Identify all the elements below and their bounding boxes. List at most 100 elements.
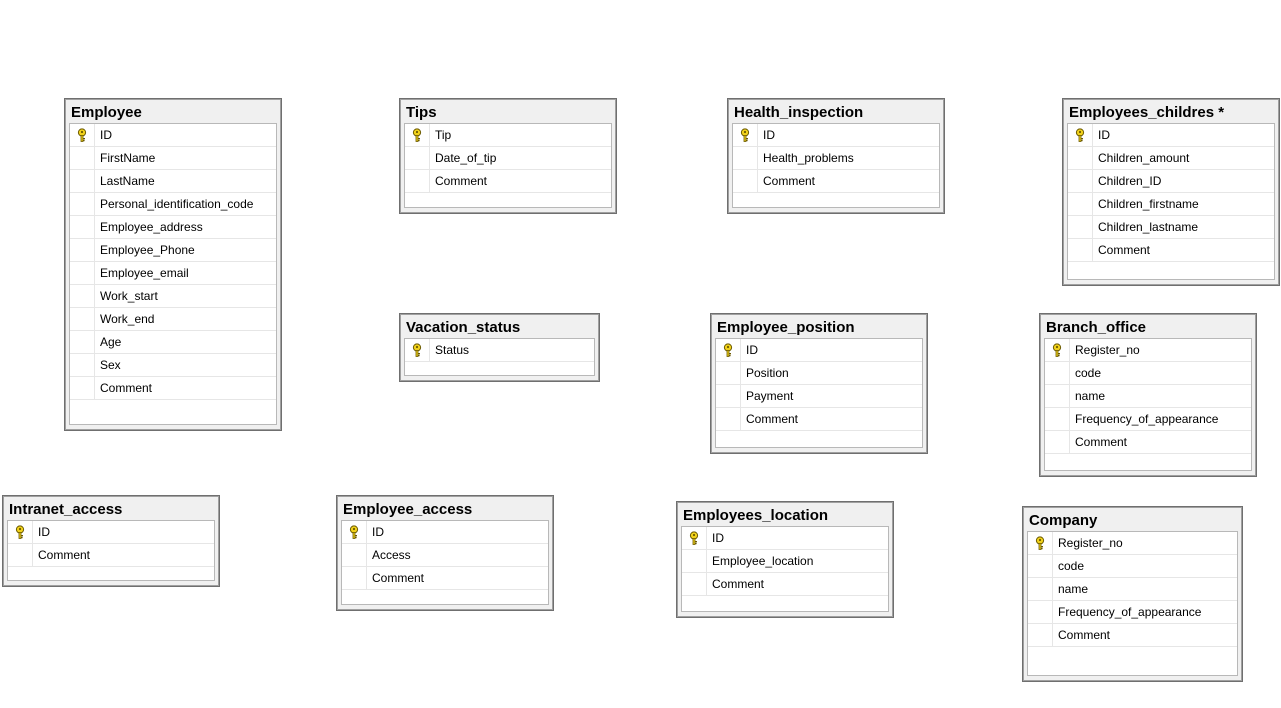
row-selector[interactable]	[342, 521, 367, 543]
table-title[interactable]: Branch_office	[1046, 319, 1147, 336]
column-row[interactable]: code	[1028, 555, 1237, 578]
column-row[interactable]: Access	[342, 544, 548, 567]
column-row[interactable]: ID	[682, 527, 888, 550]
column-row[interactable]: Children_firstname	[1068, 193, 1274, 216]
column-row[interactable]: Date_of_tip	[405, 147, 611, 170]
column-row[interactable]: Health_problems	[733, 147, 939, 170]
row-selector[interactable]	[1068, 170, 1093, 192]
row-selector[interactable]	[70, 285, 95, 307]
row-selector[interactable]	[1068, 216, 1093, 238]
column-row[interactable]: ID	[716, 339, 922, 362]
column-row[interactable]: Frequency_of_appearance	[1045, 408, 1251, 431]
column-row[interactable]: Register_no	[1028, 532, 1237, 555]
column-row[interactable]: Comment	[682, 573, 888, 596]
row-selector[interactable]	[405, 124, 430, 146]
row-selector[interactable]	[682, 573, 707, 595]
column-row[interactable]: ID	[733, 124, 939, 147]
column-row[interactable]: Payment	[716, 385, 922, 408]
row-selector[interactable]	[342, 544, 367, 566]
row-selector[interactable]	[733, 124, 758, 146]
column-row[interactable]: Comment	[1045, 431, 1251, 454]
column-row[interactable]: Register_no	[1045, 339, 1251, 362]
column-row[interactable]: Children_lastname	[1068, 216, 1274, 239]
column-row[interactable]: Comment	[70, 377, 276, 400]
column-row[interactable]: Tip	[405, 124, 611, 147]
row-selector[interactable]	[70, 147, 95, 169]
table-title[interactable]: Company	[1029, 512, 1098, 529]
row-selector[interactable]	[716, 408, 741, 430]
row-selector[interactable]	[716, 362, 741, 384]
row-selector[interactable]	[342, 567, 367, 589]
row-selector[interactable]	[716, 385, 741, 407]
column-row[interactable]: Comment	[1068, 239, 1274, 262]
row-selector[interactable]	[1045, 339, 1070, 361]
column-row[interactable]: Comment	[716, 408, 922, 431]
table-title[interactable]: Employee	[71, 104, 142, 121]
row-selector[interactable]	[682, 550, 707, 572]
column-row[interactable]: Comment	[405, 170, 611, 193]
column-row[interactable]: Frequency_of_appearance	[1028, 601, 1237, 624]
table-title[interactable]: Employee_position	[717, 319, 855, 336]
row-selector[interactable]	[70, 377, 95, 399]
column-row[interactable]: ID	[8, 521, 214, 544]
row-selector[interactable]	[1068, 124, 1093, 146]
column-row[interactable]: Work_end	[70, 308, 276, 331]
row-selector[interactable]	[682, 527, 707, 549]
column-row[interactable]: Employee_Phone	[70, 239, 276, 262]
column-row[interactable]: Comment	[342, 567, 548, 590]
row-selector[interactable]	[405, 147, 430, 169]
column-row[interactable]: Status	[405, 339, 594, 362]
row-selector[interactable]	[733, 170, 758, 192]
column-row[interactable]: Employee_email	[70, 262, 276, 285]
row-selector[interactable]	[70, 354, 95, 376]
row-selector[interactable]	[1068, 193, 1093, 215]
row-selector[interactable]	[8, 544, 33, 566]
row-selector[interactable]	[1028, 624, 1053, 646]
row-selector[interactable]	[733, 147, 758, 169]
row-selector[interactable]	[70, 216, 95, 238]
row-selector[interactable]	[70, 239, 95, 261]
row-selector[interactable]	[716, 339, 741, 361]
column-row[interactable]: Employee_location	[682, 550, 888, 573]
table-title[interactable]: Tips	[406, 104, 437, 121]
row-selector[interactable]	[70, 170, 95, 192]
row-selector[interactable]	[70, 308, 95, 330]
row-selector[interactable]	[70, 193, 95, 215]
column-row[interactable]: Age	[70, 331, 276, 354]
row-selector[interactable]	[70, 262, 95, 284]
table-title[interactable]: Vacation_status	[406, 319, 521, 336]
column-row[interactable]: ID	[342, 521, 548, 544]
column-row[interactable]: Comment	[8, 544, 214, 567]
column-row[interactable]: Children_amount	[1068, 147, 1274, 170]
column-row[interactable]: LastName	[70, 170, 276, 193]
column-row[interactable]: Sex	[70, 354, 276, 377]
row-selector[interactable]	[1028, 555, 1053, 577]
column-row[interactable]: Comment	[1028, 624, 1237, 647]
column-row[interactable]: ID	[70, 124, 276, 147]
column-row[interactable]: FirstName	[70, 147, 276, 170]
column-row[interactable]: Personal_identification_code	[70, 193, 276, 216]
row-selector[interactable]	[70, 331, 95, 353]
row-selector[interactable]	[1028, 601, 1053, 623]
column-row[interactable]: name	[1028, 578, 1237, 601]
column-row[interactable]: Work_start	[70, 285, 276, 308]
column-row[interactable]: ID	[1068, 124, 1274, 147]
column-row[interactable]: name	[1045, 385, 1251, 408]
row-selector[interactable]	[405, 339, 430, 361]
column-row[interactable]: code	[1045, 362, 1251, 385]
column-row[interactable]: Employee_address	[70, 216, 276, 239]
row-selector[interactable]	[1045, 431, 1070, 453]
table-title[interactable]: Employee_access	[343, 501, 473, 518]
row-selector[interactable]	[1068, 147, 1093, 169]
row-selector[interactable]	[1028, 532, 1053, 554]
row-selector[interactable]	[1068, 239, 1093, 261]
